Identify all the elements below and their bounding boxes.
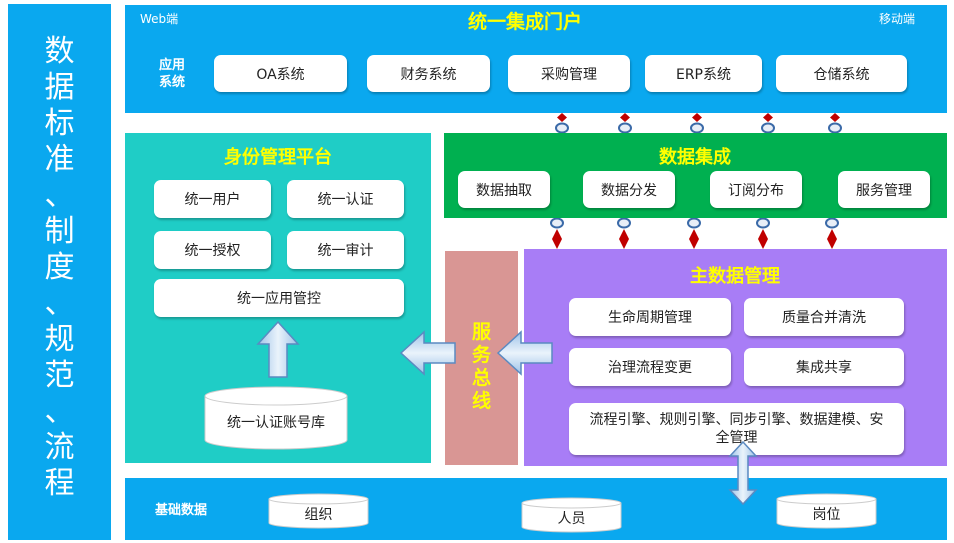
integration-distribute[interactable]: 数据分发	[583, 171, 675, 208]
mdm-quality[interactable]: 质量合并清洗	[744, 298, 904, 336]
base-post: 岗位	[776, 493, 877, 529]
bus-to-identity-arrow	[399, 330, 456, 376]
identity-title: 身份管理平台	[224, 147, 332, 168]
connector-icon	[550, 217, 564, 249]
side-title-char: 准	[44, 142, 75, 177]
integration-extract[interactable]: 数据抽取	[458, 171, 550, 208]
identity-unified-grant[interactable]: 统一授权	[154, 231, 271, 269]
connector-icon	[761, 113, 775, 134]
identity-unified-audit[interactable]: 统一审计	[287, 231, 404, 269]
app-finance[interactable]: 财务系统	[367, 55, 490, 92]
connector-icon	[687, 217, 701, 249]
identity-db-label: 统一认证账号库	[227, 415, 325, 431]
mdm-governance[interactable]: 治理流程变更	[569, 348, 731, 386]
connector-icon	[756, 217, 770, 249]
identity-unified-app-control[interactable]: 统一应用管控	[154, 279, 404, 317]
portal-web-label: Web端	[140, 12, 179, 26]
connector-icon	[828, 113, 842, 134]
side-title-char: 程	[44, 466, 75, 501]
side-title-char: 数	[44, 34, 75, 69]
connector-icon	[825, 217, 839, 249]
app-system-label-line1: 应用	[158, 58, 185, 73]
connector-icon	[555, 113, 569, 134]
service-bus-char: 线	[471, 390, 491, 412]
side-title-char: 标	[44, 106, 75, 141]
service-bus-char: 服	[471, 321, 491, 343]
base-people: 人员	[521, 497, 622, 533]
integration-service-mgmt[interactable]: 服务管理	[838, 171, 930, 208]
base-post-label: 岗位	[812, 507, 841, 523]
db-cylinder-icon	[268, 493, 369, 529]
base-label: 基础数据	[155, 503, 208, 518]
identity-account-db: 统一认证账号库	[204, 386, 348, 450]
base-people-label: 人员	[557, 511, 586, 527]
portal-title: 统一集成门户	[467, 11, 582, 33]
mdm-base-double-arrow	[728, 440, 758, 506]
db-cylinder-icon	[204, 386, 348, 450]
identity-unified-user[interactable]: 统一用户	[154, 180, 271, 218]
integration-title: 数据集成	[659, 147, 731, 168]
side-band	[8, 4, 111, 540]
db-cylinder-icon	[776, 493, 877, 529]
app-purchase[interactable]: 采购管理	[508, 55, 630, 92]
base-org: 组织	[268, 493, 369, 529]
mdm-lifecycle[interactable]: 生命周期管理	[569, 298, 731, 336]
app-warehouse[interactable]: 仓储系统	[776, 55, 907, 92]
service-bus-char: 务	[471, 344, 491, 366]
side-title: 数据标准、制度、规范、流程	[8, 34, 111, 502]
side-title-char: 制	[44, 214, 75, 249]
side-title-char: 、	[44, 178, 75, 213]
base-org-label: 组织	[304, 507, 333, 523]
side-title-char: 流	[44, 430, 75, 465]
identity-unified-auth[interactable]: 统一认证	[287, 180, 404, 218]
side-title-char: 、	[44, 394, 75, 429]
connector-icon	[690, 113, 704, 134]
mdm-integration-share[interactable]: 集成共享	[744, 348, 904, 386]
side-title-char: 范	[44, 358, 75, 393]
side-title-char: 、	[44, 286, 75, 321]
service-bus-char: 总	[471, 367, 491, 389]
mdm-title: 主数据管理	[690, 266, 780, 287]
db-cylinder-icon	[521, 497, 622, 533]
side-title-char: 据	[44, 70, 75, 105]
connector-icon	[618, 113, 632, 134]
app-system-label: 应用 系统	[150, 57, 194, 91]
portal-mobile-label: 移动端	[879, 12, 916, 26]
side-title-char: 度	[44, 250, 75, 285]
app-erp[interactable]: ERP系统	[645, 55, 762, 92]
identity-up-arrow	[256, 320, 300, 378]
connector-icon	[617, 217, 631, 249]
integration-subscribe[interactable]: 订阅分布	[710, 171, 802, 208]
service-bus-label: 服务总线	[445, 321, 518, 413]
app-system-label-line2: 系统	[158, 75, 185, 90]
app-oa[interactable]: OA系统	[214, 55, 347, 92]
mdm-to-bus-arrow	[496, 330, 553, 376]
side-title-char: 规	[44, 322, 75, 357]
mdm-engines[interactable]: 流程引擎、规则引擎、同步引擎、数据建模、安全管理	[569, 403, 904, 455]
